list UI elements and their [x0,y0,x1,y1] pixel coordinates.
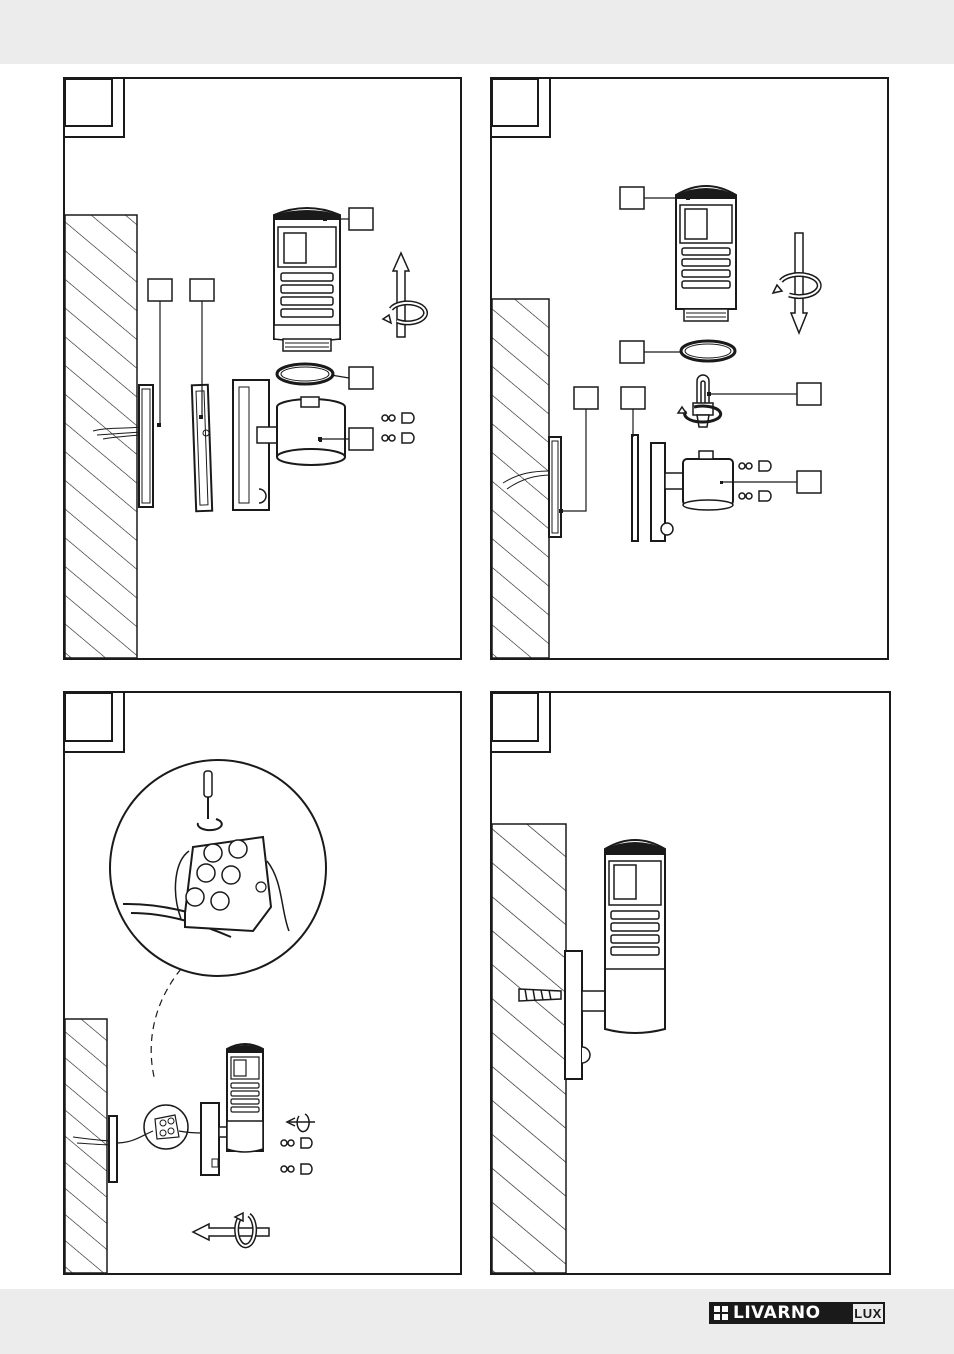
wall-hatched [491,298,550,659]
terminal-block-detail [109,759,327,977]
logo-grid-icon [714,1306,728,1320]
header-band [0,0,954,64]
callout-box [573,386,599,410]
figure-panel-1 [63,77,464,662]
figure-panel-2 [489,77,891,662]
screws-and-caps [381,412,415,444]
callout-box [619,186,645,210]
callout-box [147,278,173,302]
callout-box [348,366,374,390]
rotate-down-arrow-icon [771,232,822,336]
rotate-left-small-icon [285,1113,315,1133]
mounted-lamp-diagram [490,691,891,1275]
glass-shade [675,185,737,322]
callout-box [348,207,374,231]
brand-name: LIVARNO [733,1303,821,1323]
callout-box [796,382,822,406]
exploded-view-diagram-1 [63,77,462,660]
brand-suffix: LUX [851,1302,885,1324]
lamp-base [200,1102,220,1176]
screws-and-caps [738,460,772,502]
lamp-holder [276,448,346,466]
brand-logo: LIVARNO LUX [709,1302,885,1324]
figure-panel-4 [489,691,893,1277]
step-number-box [64,78,113,127]
rotate-up-arrow-icon [381,251,429,338]
step-number-box [64,692,113,742]
o-ring [679,339,737,363]
callout-box [796,470,822,494]
callout-box [619,340,645,364]
wall-hatched [64,1018,108,1274]
wiring-diagram [63,691,462,1275]
brand-logo-mark: LIVARNO [709,1302,851,1324]
wall-plate [138,384,154,508]
wall-hatched [491,823,567,1274]
gasket [631,434,639,542]
lamp-base [564,950,583,1080]
lamp-base [650,442,666,542]
callout-box [348,427,374,451]
wall-plug-screw [518,988,562,1002]
o-ring [275,362,335,386]
callout-box [189,278,215,302]
panel-frame [490,691,891,1275]
callout-box [620,386,646,410]
step-number-box [491,78,539,127]
assembled-lamp [226,1043,264,1153]
exploded-view-diagram-2 [490,77,889,660]
panel-frame [63,691,462,1275]
step-number-box [491,692,539,742]
screws-and-caps [280,1137,313,1175]
panel-frame [63,77,462,660]
wall-plate [548,436,562,538]
cfl-bulb [676,374,723,428]
figure-panel-3 [63,691,464,1277]
glass-shade [273,207,341,352]
wall-plate [108,1115,118,1183]
panel-frame [490,77,889,660]
rotate-left-arrow-icon [191,1211,270,1249]
assembled-lamp [604,839,666,1034]
